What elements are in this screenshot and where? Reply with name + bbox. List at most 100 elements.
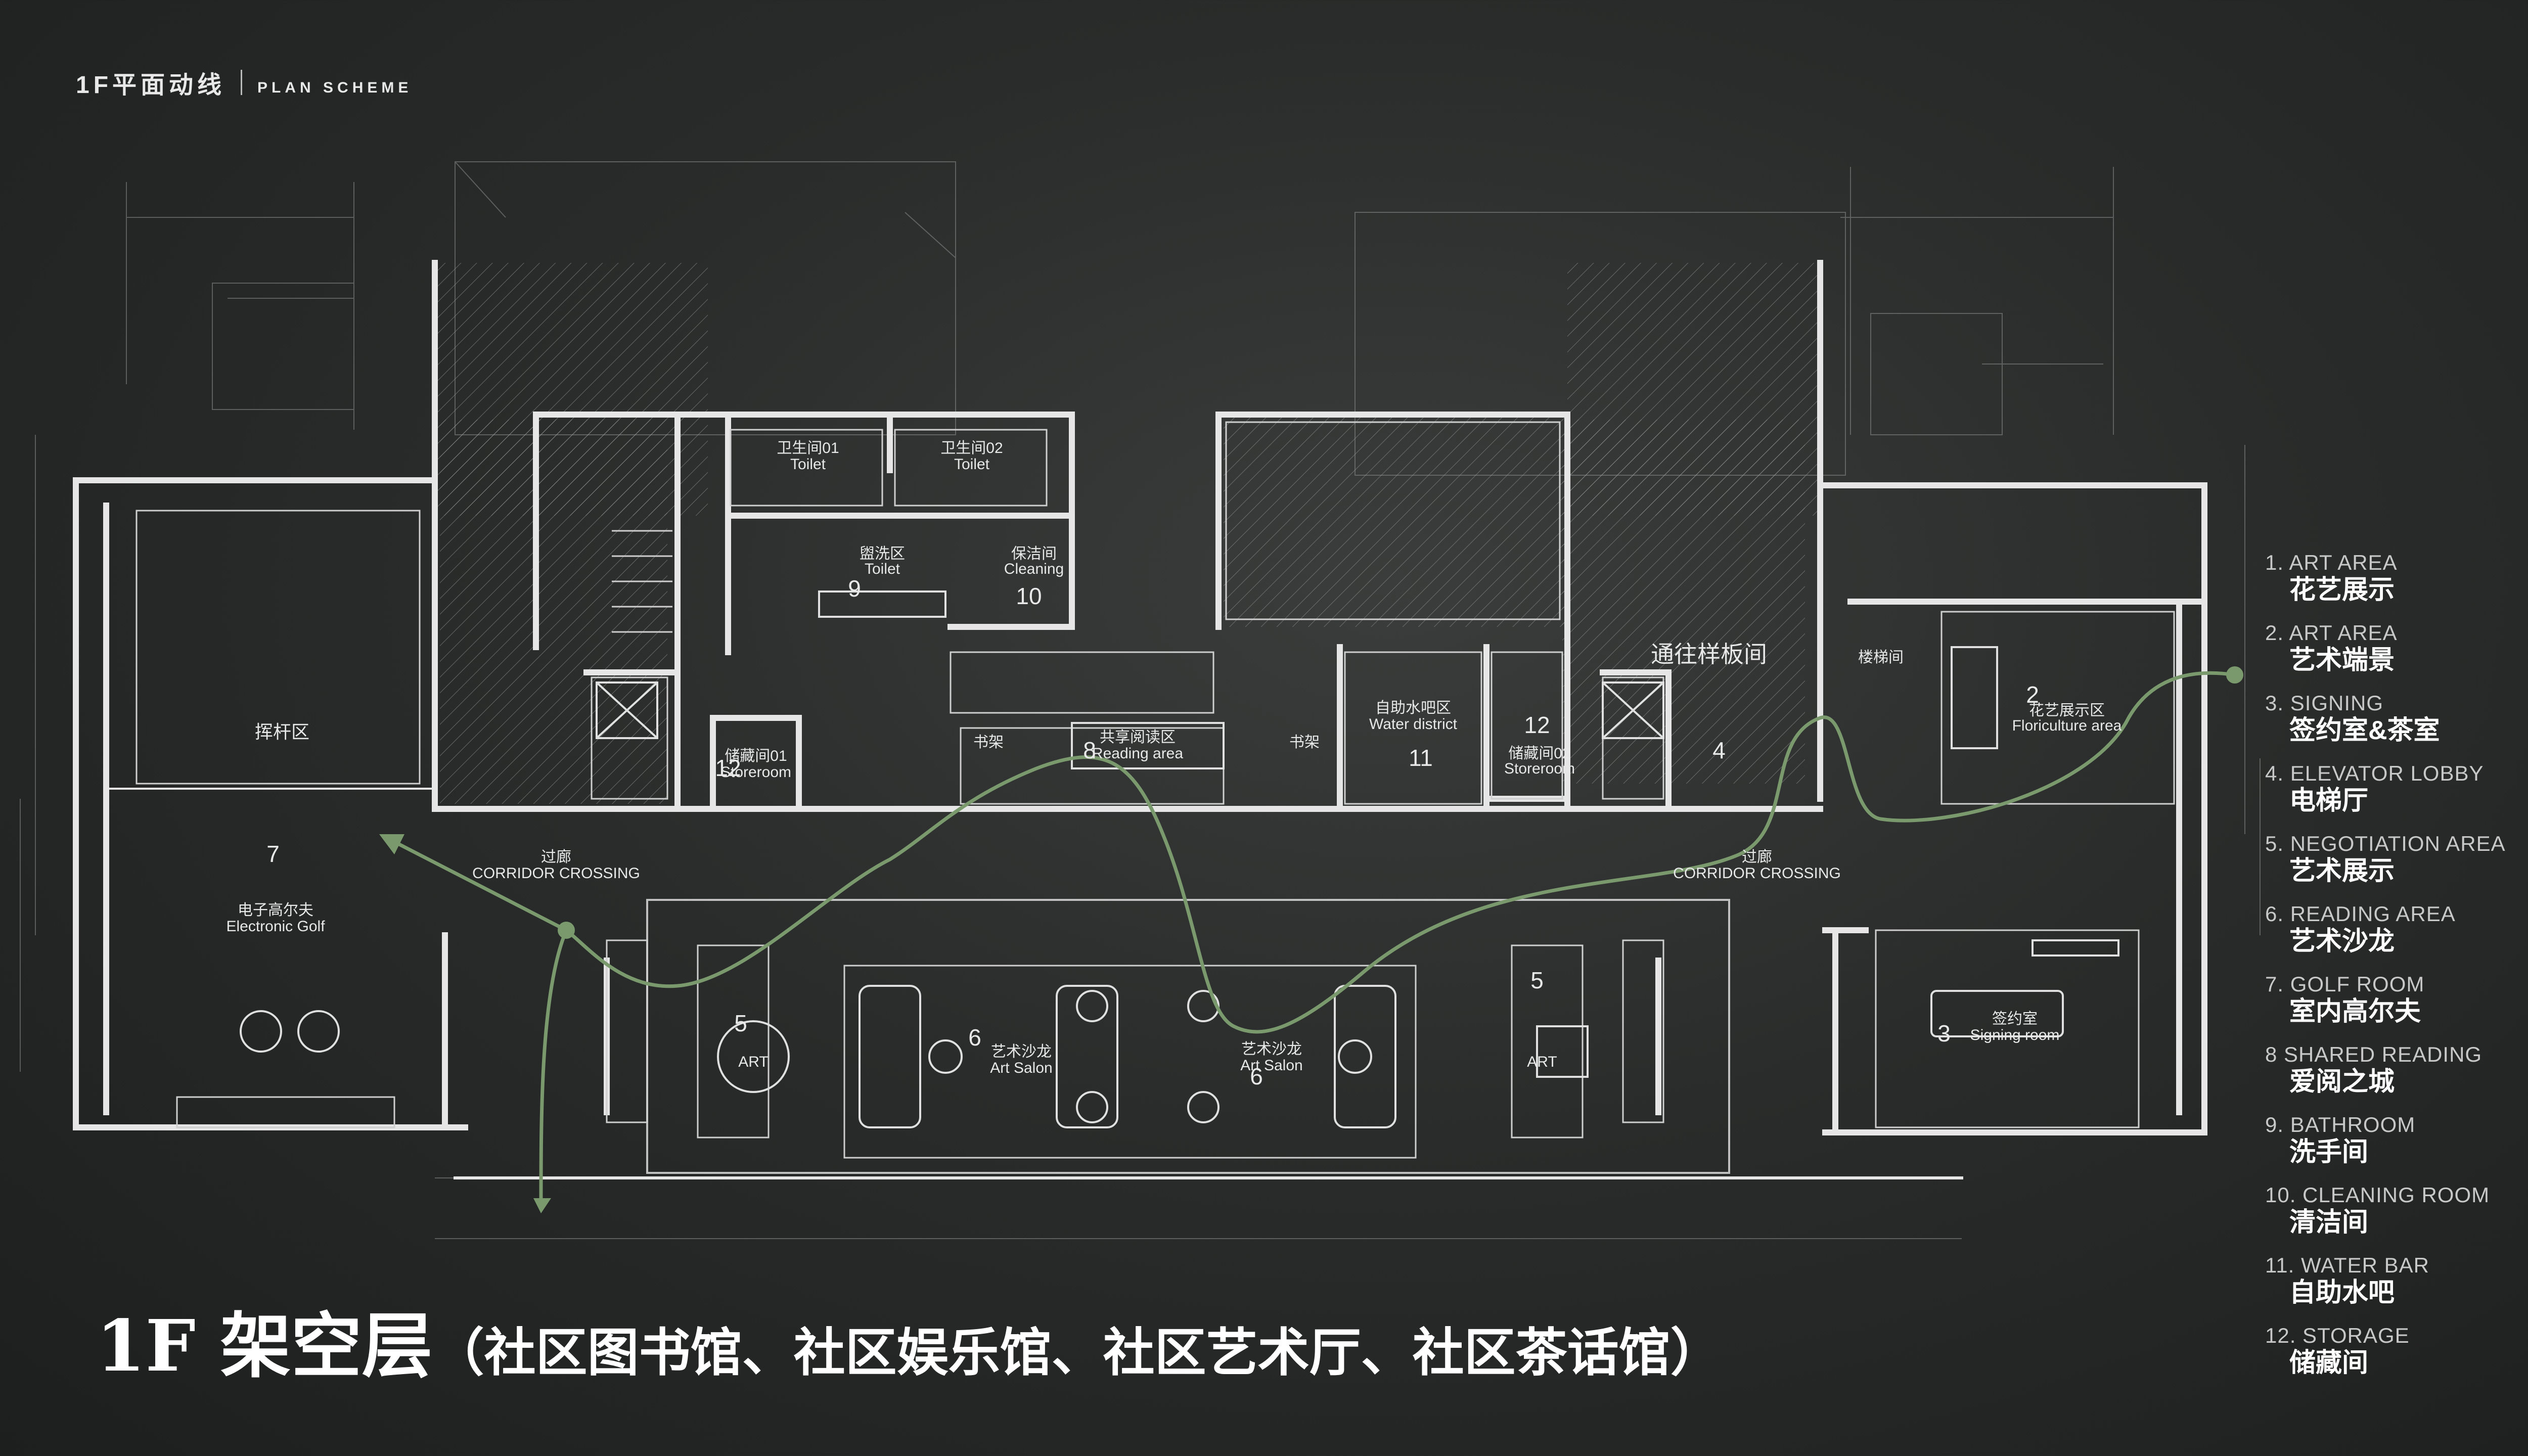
corridor-left-cn: 过廊 — [541, 849, 571, 866]
legend-item-cn: 爱阅之城 — [2289, 1067, 2395, 1097]
zone-storage-01-number: 12 — [715, 755, 741, 781]
zone-golf-number: 7 — [266, 841, 280, 867]
zone-salon-left-cn: 艺术沙龙 — [991, 1043, 1052, 1060]
legend-item-cn: 清洁间 — [2289, 1208, 2369, 1237]
legend-item-cn: 签约室&茶室 — [2289, 716, 2440, 745]
interior-lines — [136, 421, 2175, 1159]
zone-art-left-number: 5 — [734, 1010, 747, 1036]
bookshelf-left-label: 书架 — [973, 734, 1004, 751]
zone-floral-en: Floriculture area — [2012, 717, 2122, 734]
legend-item-cn: 艺术沙龙 — [2289, 927, 2395, 956]
legend-item-en: 2. ART AREA — [2265, 621, 2398, 645]
zone-golf-cn: 电子高尔夫 — [238, 902, 313, 919]
zone-art-left-en: ART — [738, 1054, 768, 1070]
zone-storage-02-en: Storeroom — [1504, 760, 1575, 777]
legend-item: 11. WATER BAR 自助水吧 — [2265, 1254, 2528, 1308]
zone-reading-en: Reading area — [1092, 745, 1183, 762]
zone-toilet-02-en: Toilet — [954, 456, 990, 473]
zone-washroom-cn: 盥洗区 — [860, 545, 905, 562]
zone-water-bar-cn: 自助水吧区 — [1375, 700, 1451, 716]
legend-item: 12. STORAGE 储藏间 — [2265, 1324, 2528, 1379]
legend-item: 9. BATHROOM 洗手间 — [2265, 1113, 2528, 1168]
zone-storage-01-en: Storeroom — [720, 764, 791, 781]
zone-washroom-en: Toilet — [865, 561, 900, 577]
zone-golf-en: Electronic Golf — [226, 918, 325, 935]
legend-item: 8 SHARED READING 爱阅之城 — [2265, 1043, 2528, 1098]
zone-cleaning-number: 10 — [1016, 583, 1042, 609]
legend-item: 3. SIGNING 签约室&茶室 — [2265, 692, 2528, 746]
zone-toilet-02-cn: 卫生间02 — [940, 440, 1003, 457]
legend-item-en: 8 SHARED READING — [2265, 1042, 2482, 1066]
legend-item-cn: 艺术端景 — [2289, 646, 2395, 675]
legend-item: 1. ART AREA 花艺展示 — [2265, 551, 2528, 606]
zone-cleaning-en: Cleaning — [1004, 561, 1064, 577]
page-header: 1F平面动线 PLAN SCHEME — [76, 65, 412, 100]
legend: 1. ART AREA 花艺展示 2. ART AREA 艺术端景 3. SIG… — [2265, 551, 2528, 1394]
zone-water-bar-number: 11 — [1409, 745, 1433, 771]
header-divider — [241, 70, 243, 95]
legend-item-en: 4. ELEVATOR LOBBY — [2265, 761, 2484, 785]
zone-art-right-number: 5 — [1530, 967, 1544, 993]
zone-salon-right-number: 6 — [1250, 1063, 1263, 1089]
legend-item: 4. ELEVATOR LOBBY 电梯厅 — [2265, 762, 2528, 816]
legend-item: 2. ART AREA 艺术端景 — [2265, 621, 2528, 676]
legend-item-cn: 储藏间 — [2289, 1348, 2369, 1378]
zone-showflat-passage-cn: 通往样板间 — [1651, 641, 1767, 667]
legend-item-cn: 自助水吧 — [2289, 1278, 2395, 1307]
legend-item: 10. CLEANING ROOM 清洁间 — [2265, 1184, 2528, 1238]
legend-item-en: 10. CLEANING ROOM — [2265, 1183, 2490, 1207]
legend-item-en: 5. NEGOTIATION AREA — [2265, 832, 2506, 855]
zone-floral-cn: 花艺展示区 — [2029, 702, 2105, 719]
legend-item-en: 7. GOLF ROOM — [2265, 972, 2425, 996]
page-subtitle: PLAN SCHEME — [257, 79, 413, 96]
zone-floral-number: 2 — [2026, 681, 2039, 708]
dimension-lines — [20, 161, 2261, 1239]
zone-art-right-en: ART — [1527, 1054, 1557, 1070]
bookshelf-right-label: 书架 — [1289, 734, 1320, 751]
floor-caption: 1F 架空层（社区图书馆、社区娱乐馆、社区艺术厅、社区茶话馆） — [96, 1289, 1722, 1391]
corridor-right-cn: 过廊 — [1742, 849, 1772, 866]
zone-cleaning-cn: 保洁间 — [1011, 545, 1057, 562]
stairwell-label: 楼梯间 — [1858, 649, 1904, 666]
legend-item-en: 12. STORAGE — [2265, 1324, 2410, 1347]
zone-toilet-01-en: Toilet — [790, 456, 826, 473]
zone-storage-01-cn: 储藏间01 — [725, 748, 787, 764]
legend-item: 5. NEGOTIATION AREA 艺术展示 — [2265, 832, 2528, 887]
corridor-left-en: CORRIDOR CROSSING — [472, 865, 640, 882]
legend-item-cn: 室内高尔夫 — [2289, 997, 2421, 1026]
zone-signing-en: Signing room — [1970, 1027, 2060, 1043]
zone-salon-right-cn: 艺术沙龙 — [1241, 1041, 1302, 1058]
page-title: 1F平面动线 — [76, 72, 226, 99]
zone-reading-number: 8 — [1083, 737, 1096, 763]
zone-signing-number: 3 — [1937, 1020, 1951, 1046]
legend-item-en: 6. READING AREA — [2265, 902, 2456, 926]
legend-item-cn: 电梯厅 — [2289, 786, 2369, 815]
legend-item: 6. READING AREA 艺术沙龙 — [2265, 902, 2528, 957]
corridor-right-en: CORRIDOR CROSSING — [1673, 865, 1841, 882]
zone-salon-left-en: Art Salon — [990, 1060, 1052, 1076]
circulation-path — [388, 671, 2235, 1204]
legend-item-en: 9. BATHROOM — [2265, 1113, 2416, 1136]
structural-walls — [73, 260, 2207, 1179]
legend-item: 7. GOLF ROOM 室内高尔夫 — [2265, 973, 2528, 1027]
hatched-rooms — [435, 263, 1820, 804]
floor-caption-subtitle: （社区图书馆、社区娱乐馆、社区艺术厅、社区茶话馆） — [432, 1323, 1722, 1383]
zone-salon-right-en: Art Salon — [1240, 1057, 1302, 1074]
legend-item-en: 3. SIGNING — [2265, 691, 2384, 715]
elevator-shafts — [596, 681, 1664, 739]
legend-item-cn: 花艺展示 — [2289, 575, 2395, 605]
zone-showflat-passage-number: 4 — [1712, 737, 1726, 763]
furniture — [240, 590, 2119, 1128]
legend-item-en: 1. ART AREA — [2265, 551, 2398, 574]
zone-swing-area-cn: 挥杆区 — [255, 721, 309, 742]
floor-caption-main: 1F 架空层 — [96, 1305, 433, 1388]
zone-storage-02-number: 12 — [1524, 712, 1550, 738]
legend-item-cn: 洗手间 — [2289, 1138, 2369, 1167]
zone-signing-cn: 签约室 — [1992, 1011, 2038, 1027]
zone-water-bar-en: Water district — [1369, 716, 1458, 733]
zone-washroom-number: 9 — [848, 575, 861, 602]
legend-item-cn: 艺术展示 — [2289, 856, 2395, 886]
zone-toilet-01-cn: 卫生间01 — [777, 440, 839, 457]
zone-salon-left-number: 6 — [968, 1024, 981, 1051]
